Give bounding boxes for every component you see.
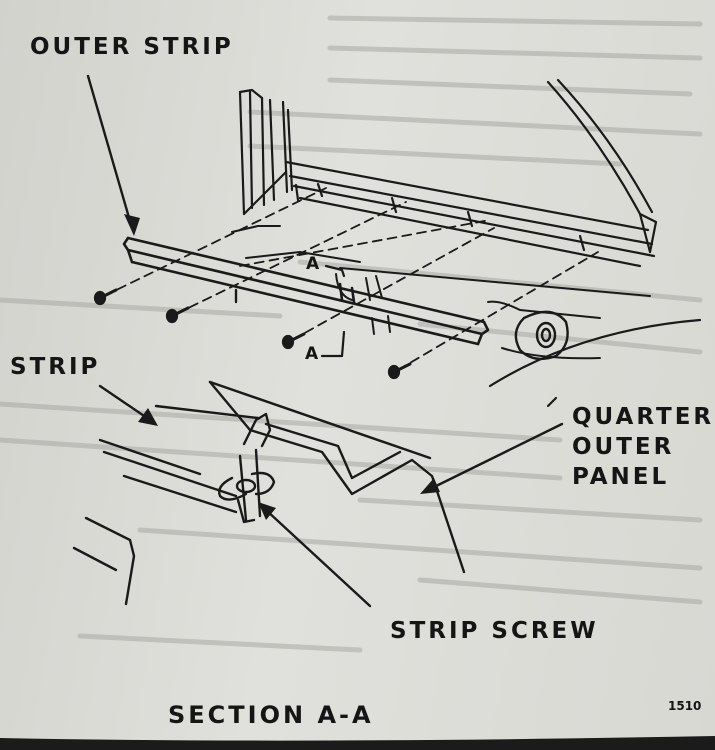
page-edge-shadow bbox=[0, 736, 715, 750]
quarter-outer-panel-line-3: PANEL bbox=[572, 464, 670, 490]
quarter-outer-panel-line-2: OUTER bbox=[572, 434, 675, 460]
screw-icon bbox=[387, 362, 412, 380]
section-mark-lower: A bbox=[305, 344, 319, 364]
strip-label: STRIP bbox=[10, 354, 101, 380]
section-mark-upper: A bbox=[306, 254, 320, 274]
screw-icon bbox=[93, 288, 118, 306]
figure-number: 1510 bbox=[668, 699, 702, 713]
section-title: SECTION A-A bbox=[168, 701, 374, 729]
outer-strip-part bbox=[122, 236, 490, 346]
quarter-panel-edge bbox=[488, 318, 702, 408]
screw-icon bbox=[165, 306, 190, 324]
leader-lines bbox=[86, 74, 564, 608]
show-through-text bbox=[0, 15, 703, 653]
alignment-lines bbox=[103, 187, 599, 371]
section-markers bbox=[320, 264, 346, 358]
belt-reinforcement bbox=[242, 160, 656, 268]
section-view bbox=[72, 380, 466, 606]
strip-screw-part bbox=[218, 412, 276, 524]
arrowheads bbox=[124, 214, 440, 520]
quarter-outer-panel-line-1: QUARTER bbox=[572, 404, 715, 430]
strip-screw-label: STRIP SCREW bbox=[390, 618, 599, 644]
quarter-outer-panel-label: QUARTER OUTER PANEL bbox=[572, 402, 714, 492]
access-hole bbox=[514, 310, 569, 361]
screws bbox=[93, 288, 412, 380]
window-frame bbox=[546, 78, 658, 254]
outer-strip-label: OUTER STRIP bbox=[30, 34, 234, 60]
body-pillar bbox=[238, 88, 294, 216]
screw-icon bbox=[281, 332, 306, 350]
